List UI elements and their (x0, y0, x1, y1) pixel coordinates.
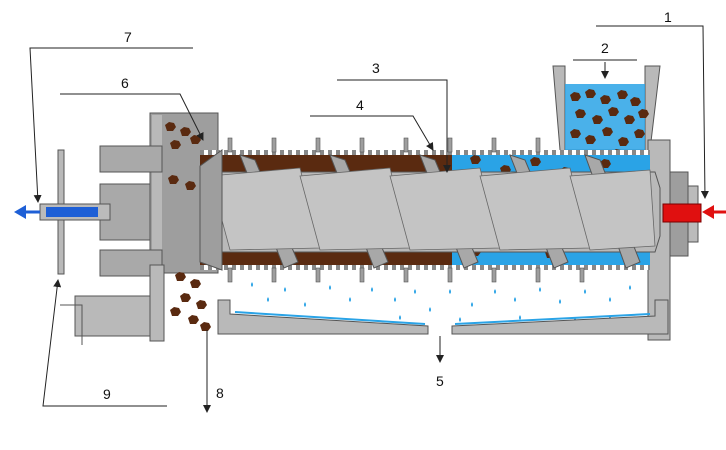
label-6: 6 (121, 75, 129, 91)
callout-labels: 1 2 3 4 5 6 7 8 9 (103, 9, 672, 402)
leader-1 (596, 25, 709, 199)
discharge-housing (60, 112, 219, 345)
leader-4 (310, 115, 434, 151)
label-1: 1 (664, 9, 672, 25)
drip-tray (217, 299, 669, 335)
leader-3 (337, 79, 451, 173)
leader-7 (29, 47, 193, 203)
outlet-arrow (14, 205, 40, 219)
label-9: 9 (103, 386, 111, 402)
inlet-arrow (702, 205, 726, 219)
leader-6 (60, 93, 204, 141)
label-3: 3 (372, 60, 380, 76)
label-2: 2 (601, 40, 609, 56)
outlet-shaft (39, 149, 111, 275)
screw-conveyor (199, 149, 661, 271)
label-5: 5 (436, 373, 444, 389)
leader-lines (29, 25, 709, 413)
inlet-shaft-red (662, 203, 702, 223)
label-7: 7 (124, 29, 132, 45)
leader-9 (42, 279, 167, 407)
label-4: 4 (356, 97, 364, 113)
label-8: 8 (216, 385, 224, 401)
